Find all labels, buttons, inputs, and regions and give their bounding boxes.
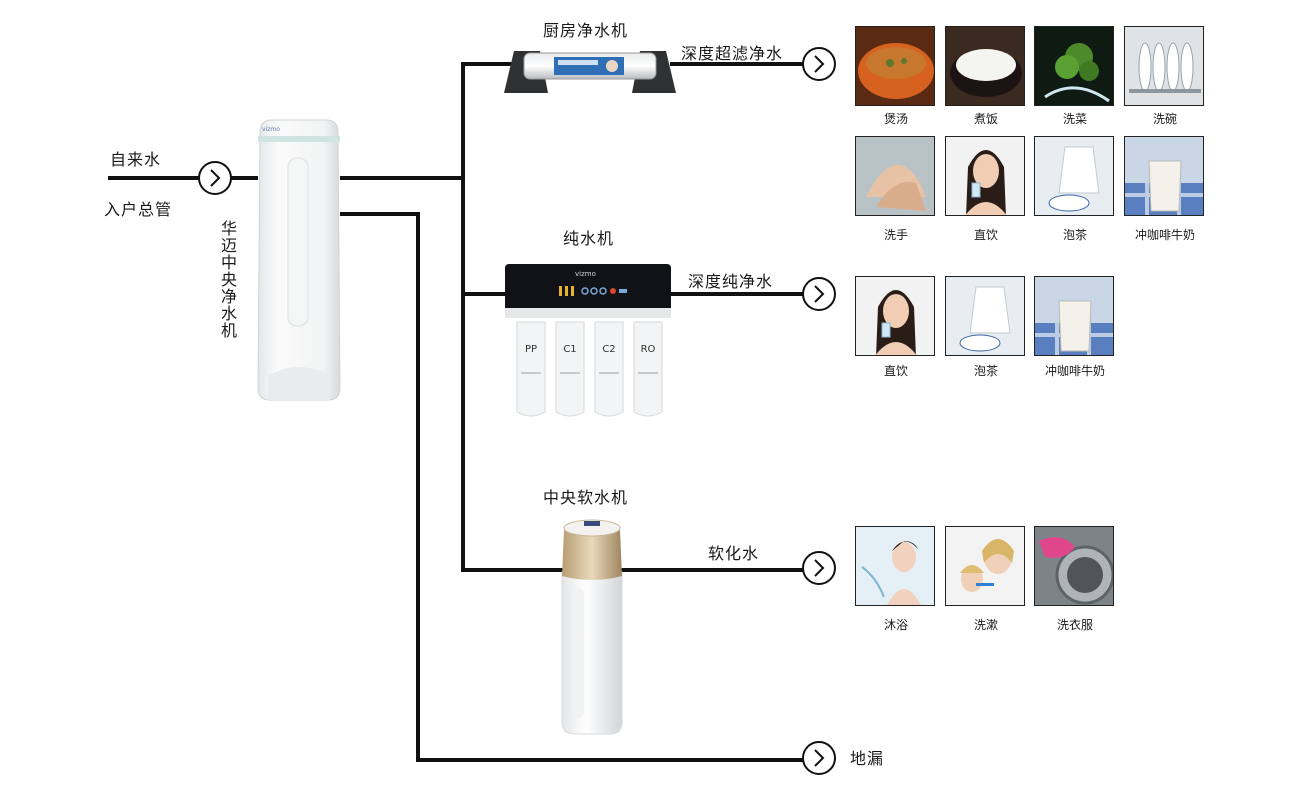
filter-ro-label: RO — [640, 344, 656, 355]
kitchen-purifier-device — [500, 45, 680, 97]
pure-image-tea — [945, 276, 1025, 356]
soft-output-arrow-icon — [802, 551, 836, 585]
caption-soup: 煲汤 — [883, 112, 908, 126]
central-softener-device — [558, 516, 626, 736]
pure-caption-coffee-milk: 冲咖啡牛奶 — [1044, 364, 1105, 378]
central-purifier-label: 华迈中央净水机 — [218, 220, 237, 339]
central-purifier-device: vizmo — [254, 118, 344, 402]
pure-water-machine-device: vizmo PP C1 C2 RO — [503, 262, 673, 420]
deep-ultrafilter-label: 深度超滤净水 — [681, 44, 784, 63]
pure-water-machine-label: 纯水机 — [563, 229, 615, 248]
pure-caption-tea: 泡茶 — [973, 364, 998, 378]
soft-image-brushing — [945, 526, 1025, 606]
pure-output-arrow-icon — [802, 277, 836, 311]
use-image-soup — [855, 26, 935, 106]
use-image-vegetables — [1034, 26, 1114, 106]
soft-image-bath — [855, 526, 935, 606]
pure-image-drink — [855, 276, 935, 356]
caption-coffee-milk: 冲咖啡牛奶 — [1134, 228, 1195, 242]
use-image-drink — [945, 136, 1025, 216]
use-image-handwash — [855, 136, 935, 216]
caption-tea: 泡茶 — [1062, 228, 1087, 242]
soft-image-laundry — [1034, 526, 1114, 606]
kitchen-output-arrow-icon — [802, 47, 836, 81]
soft-caption-laundry: 洗衣服 — [1056, 618, 1093, 632]
central-softener-label: 中央软水机 — [543, 488, 629, 507]
caption-vegetables: 洗菜 — [1062, 112, 1087, 126]
use-image-dishes — [1124, 26, 1204, 106]
use-image-coffee-milk — [1124, 136, 1204, 216]
floor-drain-label: 地漏 — [850, 749, 885, 768]
soft-caption-brushing: 洗漱 — [973, 618, 998, 632]
filter-c1-label: C1 — [563, 344, 577, 355]
caption-rice: 煮饭 — [973, 112, 998, 126]
tap-water-label: 自来水 — [110, 150, 162, 169]
use-image-rice — [945, 26, 1025, 106]
deep-pure-water-label: 深度纯净水 — [688, 272, 774, 291]
caption-drink: 直饮 — [973, 228, 998, 242]
caption-handwash: 洗手 — [883, 228, 908, 242]
use-image-tea — [1034, 136, 1114, 216]
drain-arrow-icon — [802, 741, 836, 775]
filter-pp-label: PP — [524, 344, 538, 355]
soft-caption-bath: 沐浴 — [883, 618, 908, 632]
kitchen-purifier-label: 厨房净水机 — [543, 21, 629, 40]
central-purifier-brand: vizmo — [262, 126, 280, 133]
softened-water-label: 软化水 — [708, 544, 760, 563]
filter-c2-label: C2 — [602, 344, 616, 355]
inlet-arrow-icon — [198, 161, 232, 195]
pure-caption-drink: 直饮 — [883, 364, 908, 378]
pure-water-brand: vizmo — [575, 270, 596, 278]
caption-dishes: 洗碗 — [1152, 112, 1177, 126]
pure-image-coffee-milk — [1034, 276, 1114, 356]
main-inlet-label: 入户总管 — [104, 200, 173, 219]
